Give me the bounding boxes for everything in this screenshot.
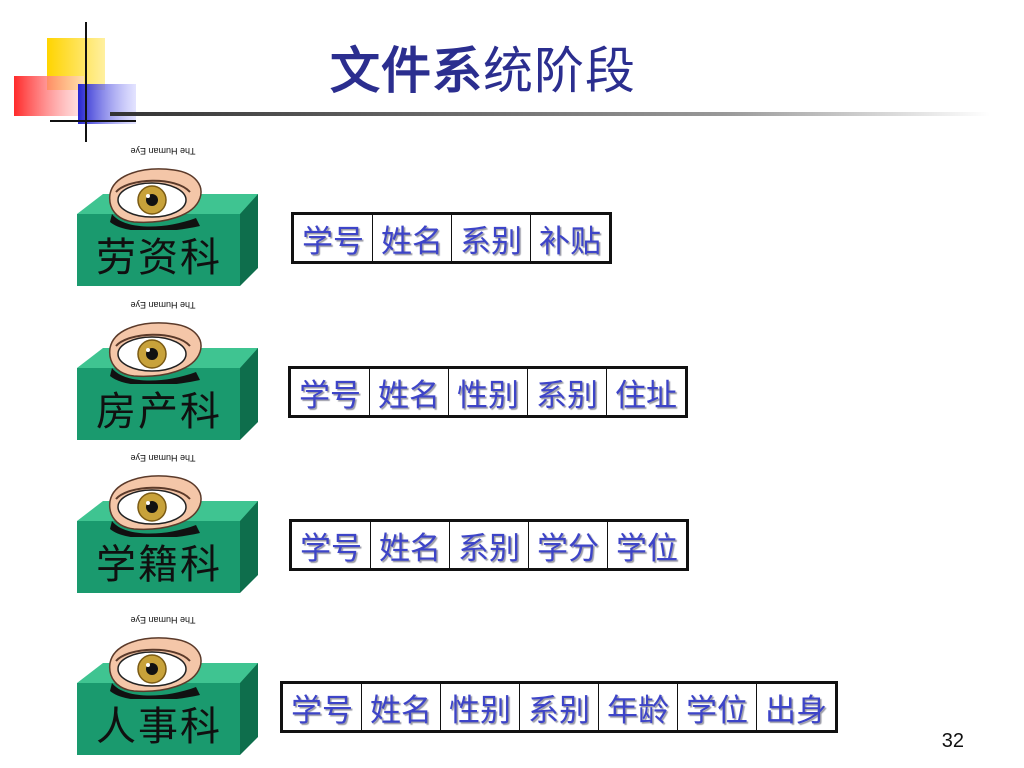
table-row: 学号姓名系别补贴 [292,213,611,263]
slide-title: 文件系统阶段 [330,36,636,106]
field-table: 学号姓名性别系别年龄学位出身 [280,681,838,733]
eye-caption: The Human Eye [130,300,196,310]
table-row: 学号姓名系别学分学位 [290,520,688,570]
corner-logo-icon [14,22,136,142]
field-cell: 姓名 [372,213,452,263]
field-cell: 学号 [292,213,373,263]
department-block: The Human Eye 房产科 [0,300,270,440]
department-name: 人事科 [96,704,222,750]
field-cell: 学分 [528,520,608,570]
human-eye-icon [108,475,202,537]
department-block: The Human Eye 学籍科 [0,453,270,593]
field-cell: 年龄 [598,682,678,732]
field-cell: 学位 [677,682,757,732]
table-row: 学号姓名性别系别住址 [289,367,687,417]
field-cell: 出身 [756,682,837,732]
field-cell: 学位 [607,520,688,570]
department-block: The Human Eye 人事科 [0,615,270,755]
field-cell: 系别 [449,520,529,570]
field-table: 学号姓名系别补贴 [291,212,612,264]
page-number: 32 [941,730,964,752]
field-cell: 住址 [606,367,687,417]
department-name: 房产科 [96,389,222,435]
field-cell: 学号 [289,367,370,417]
slide-title-rest: 统阶段 [483,42,636,100]
field-cell: 补贴 [530,213,611,263]
title-underline [110,112,990,116]
eye-caption: The Human Eye [130,146,196,156]
human-eye-icon [108,637,202,699]
table-row: 学号姓名性别系别年龄学位出身 [281,682,837,732]
field-cell: 性别 [448,367,528,417]
field-cell: 系别 [527,367,607,417]
human-eye-icon [108,322,202,384]
field-table: 学号姓名性别系别住址 [288,366,688,418]
department-block: The Human Eye 劳资科 [0,146,270,286]
field-cell: 系别 [451,213,531,263]
field-cell: 学号 [290,520,371,570]
department-name: 学籍科 [96,542,222,588]
human-eye-icon [108,168,202,230]
field-cell: 姓名 [369,367,449,417]
field-cell: 系别 [519,682,599,732]
field-cell: 姓名 [370,520,450,570]
slide-title-bold: 文件系 [330,42,483,100]
eye-caption: The Human Eye [130,453,196,463]
field-cell: 学号 [281,682,362,732]
field-cell: 姓名 [361,682,441,732]
department-name: 劳资科 [96,235,222,281]
field-table: 学号姓名系别学分学位 [289,519,689,571]
eye-caption: The Human Eye [130,615,196,625]
field-cell: 性别 [440,682,520,732]
